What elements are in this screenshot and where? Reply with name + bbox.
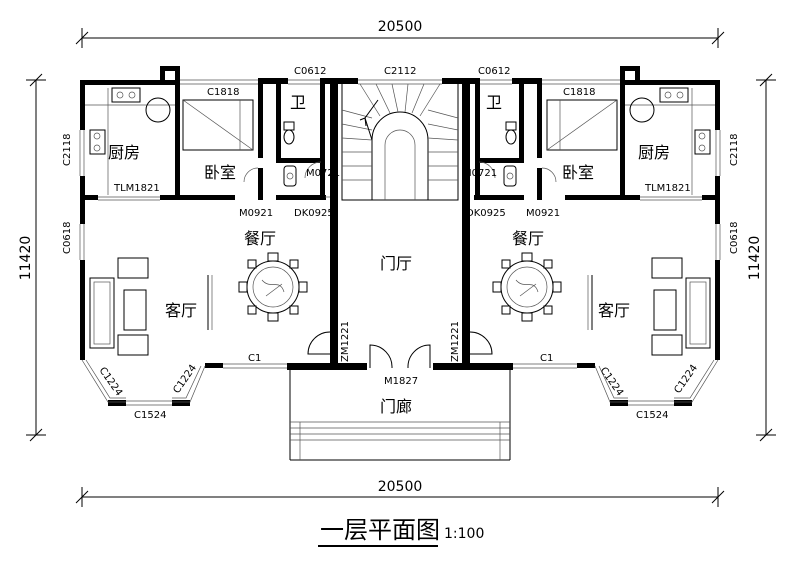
code-m0721-right: M0721 bbox=[463, 168, 497, 179]
room-dividers bbox=[98, 196, 702, 201]
code-c2112: C2112 bbox=[384, 66, 416, 77]
room-porch: 门廊 bbox=[380, 397, 412, 416]
bottom-width-dimension: 20500 bbox=[378, 479, 423, 495]
living-furniture-right bbox=[587, 257, 711, 356]
room-living-right: 客厅 bbox=[598, 301, 630, 320]
bathroom-fixtures bbox=[283, 121, 517, 187]
top-width-dimension: 20500 bbox=[378, 19, 423, 35]
code-m0921-right: M0921 bbox=[526, 208, 560, 219]
room-bedroom-left: 卧室 bbox=[204, 163, 236, 182]
right-depth-dimension: 11420 bbox=[747, 236, 763, 281]
code-m1827: M1827 bbox=[384, 376, 418, 387]
code-dk0925-left: DK0925 bbox=[294, 208, 334, 219]
code-m0921-left: M0921 bbox=[239, 208, 273, 219]
porch-steps bbox=[289, 370, 511, 461]
code-c0618-right: C0618 bbox=[729, 222, 740, 254]
staircase bbox=[341, 80, 459, 201]
plan-title: 一层平面图 bbox=[320, 516, 440, 544]
code-c1-right: C1 bbox=[540, 353, 553, 364]
code-c1524-left: C1524 bbox=[134, 410, 166, 421]
dimension-lines bbox=[26, 28, 776, 507]
dining-set-right bbox=[492, 252, 562, 322]
room-dining-left: 餐厅 bbox=[244, 229, 276, 248]
code-c1818-left: C1818 bbox=[207, 87, 239, 98]
room-kitchen-right: 厨房 bbox=[638, 143, 670, 162]
code-c1-left: C1 bbox=[248, 353, 261, 364]
room-bedroom-right: 卧室 bbox=[562, 163, 594, 182]
kitchen-fixtures bbox=[85, 87, 715, 195]
living-furniture-left bbox=[89, 257, 213, 356]
room-bath-right: 卫 bbox=[486, 93, 502, 112]
room-living-left: 客厅 bbox=[165, 301, 197, 320]
room-bath-left: 卫 bbox=[290, 93, 306, 112]
code-zm1221-right: ZM1221 bbox=[450, 321, 461, 362]
code-c0618-left: C0618 bbox=[62, 222, 73, 254]
code-c0612-right: C0612 bbox=[478, 66, 510, 77]
code-c1224-d: C1224 bbox=[672, 363, 700, 396]
code-tlm1821-left: TLM1821 bbox=[113, 183, 160, 194]
interior-walls bbox=[80, 80, 720, 370]
code-c1224-a: C1224 bbox=[97, 365, 125, 398]
room-hall: 门厅 bbox=[380, 254, 412, 273]
code-c1818-right: C1818 bbox=[563, 87, 595, 98]
window-lines bbox=[79, 79, 721, 406]
code-zm1221-left: ZM1221 bbox=[340, 321, 351, 362]
code-c1524-right: C1524 bbox=[636, 410, 668, 421]
beds bbox=[182, 99, 618, 151]
code-tlm1821-right: TLM1821 bbox=[644, 183, 691, 194]
plan-scale: 1:100 bbox=[444, 526, 484, 542]
room-kitchen-left: 厨房 bbox=[108, 143, 140, 162]
code-c0612-left: C0612 bbox=[294, 66, 326, 77]
code-c2118-left: C2118 bbox=[62, 134, 73, 166]
code-c2118-right: C2118 bbox=[729, 134, 740, 166]
room-dining-right: 餐厅 bbox=[512, 229, 544, 248]
code-dk0925-right: DK0925 bbox=[466, 208, 506, 219]
left-depth-dimension: 11420 bbox=[18, 236, 34, 281]
dining-set-left bbox=[238, 252, 308, 322]
code-m0721-left: M0721 bbox=[306, 168, 340, 179]
door-swings bbox=[243, 161, 557, 369]
